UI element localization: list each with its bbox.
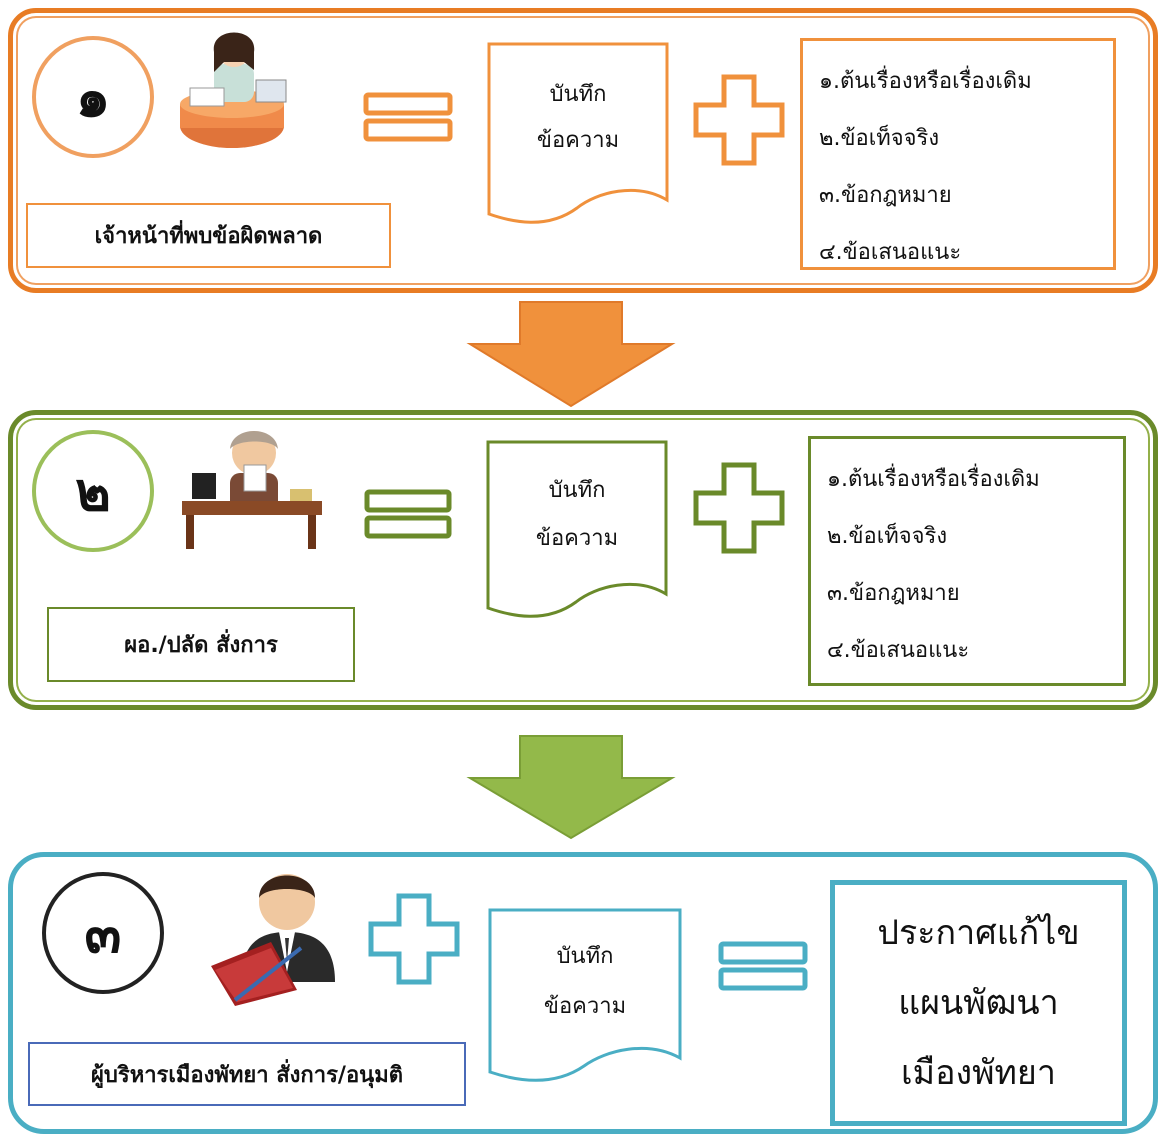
plus-sign-1 (693, 74, 785, 166)
memo-line-2: ข้อความ (535, 526, 619, 551)
memo-line-1: บันทึก (556, 944, 614, 969)
step-1-panel (8, 8, 1158, 293)
list-item: ๓.ข้อกฎหมาย (819, 183, 952, 208)
result-line-2: แผนพัฒนา (898, 983, 1059, 1023)
list-item: ๒.ข้อเท็จจริง (819, 126, 940, 151)
step-2-role-label: ผอ./ปลัด สั่งการ (47, 607, 355, 682)
step-2-number: ๒ (32, 430, 154, 552)
list-item: ๒.ข้อเท็จจริง (827, 524, 948, 549)
step-2-panel (8, 410, 1158, 710)
result-box: ประกาศแก้ไข แผนพัฒนา เมืองพัทยา (830, 880, 1127, 1126)
list-item: ๔.ข้อเสนอแนะ (819, 240, 962, 265)
equals-sign-3 (718, 941, 808, 991)
step-1-role-label: เจ้าหน้าที่พบข้อผิดพลาด (26, 203, 391, 268)
list-item: ๑.ต้นเรื่องหรือเรื่องเดิม (827, 467, 1040, 492)
step-1-number: ๑ (32, 36, 154, 158)
down-arrow-icon (466, 735, 676, 840)
result-line-3: เมืองพัทยา (901, 1053, 1056, 1093)
plus-sign-2 (693, 462, 785, 554)
memo-line-1: บันทึก (548, 478, 606, 503)
plus-sign-3 (368, 893, 460, 985)
equals-sign-2 (364, 489, 452, 539)
equals-sign-1 (363, 92, 453, 142)
memo-line-1: บันทึก (549, 82, 607, 107)
step-3-role-label: ผู้บริหารเมืองพัทยา สั่งการ/อนุมติ (28, 1042, 466, 1106)
executive-with-book-icon (211, 874, 335, 1006)
list-item: ๑.ต้นเรื่องหรือเรื่องเดิม (819, 69, 1032, 94)
down-arrow-icon (466, 301, 676, 408)
step-3-panel (8, 852, 1158, 1134)
step-3-number: ๓ (42, 872, 164, 994)
list-item: ๓.ข้อกฎหมาย (827, 581, 960, 606)
manager-at-desk-icon (182, 431, 322, 549)
result-line-1: ประกาศแก้ไข (877, 913, 1080, 953)
woman-at-desk-icon (180, 32, 287, 148)
memo-document-2: บันทึก ข้อความ (486, 440, 668, 620)
memo-items-list-1: ๑.ต้นเรื่องหรือเรื่องเดิม ๒.ข้อเท็จจริง … (800, 38, 1116, 270)
memo-items-list-2: ๑.ต้นเรื่องหรือเรื่องเดิม ๒.ข้อเท็จจริง … (808, 436, 1126, 686)
memo-document-3: บันทึก ข้อความ (488, 908, 682, 1083)
memo-line-2: ข้อความ (536, 128, 620, 153)
memo-line-2: ข้อความ (543, 994, 627, 1019)
memo-document-1: บันทึก ข้อความ (487, 42, 669, 227)
list-item: ๔.ข้อเสนอแนะ (827, 638, 970, 663)
